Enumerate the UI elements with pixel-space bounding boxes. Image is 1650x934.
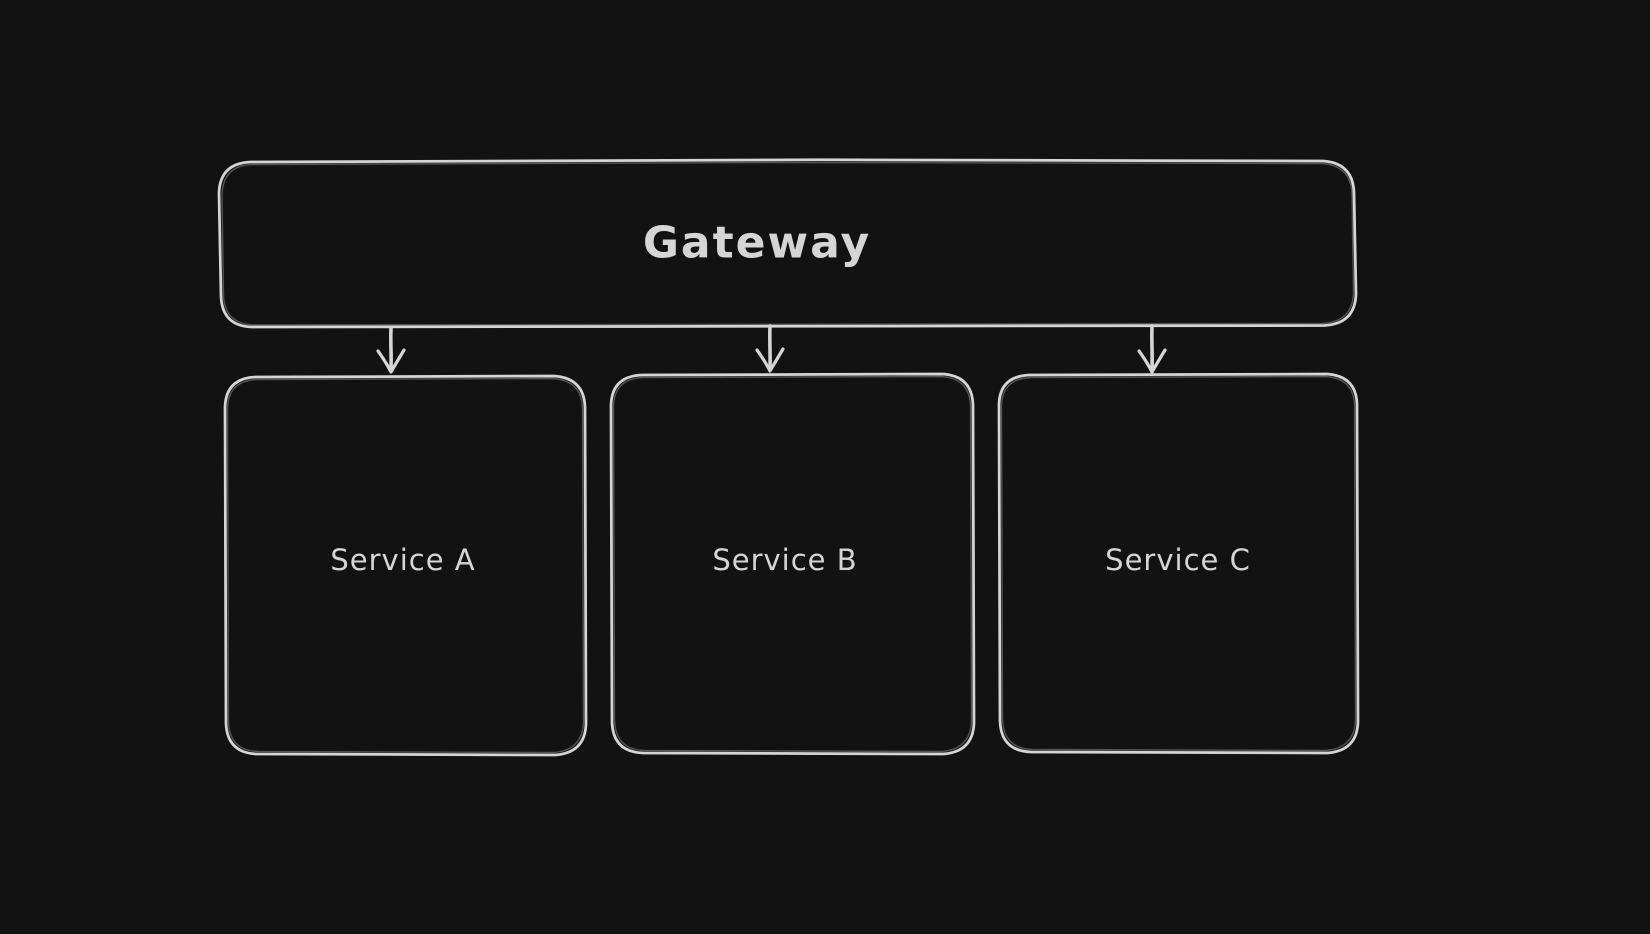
- service-c-box-ghost: [1000, 375, 1357, 752]
- service-b-box-ghost: [612, 375, 973, 753]
- gateway-node: Gateway: [217, 158, 1358, 329]
- edge-b-arrowhead: [755, 347, 785, 373]
- edge-gateway-to-service-a: [376, 326, 406, 374]
- gateway-box-ghost: [221, 161, 1355, 326]
- service-a-box-ghost: [226, 377, 585, 754]
- service-c-box: [997, 372, 1360, 755]
- edge-c-arrowhead: [1137, 348, 1167, 374]
- service-c-label: Service C: [1105, 543, 1251, 577]
- edge-gateway-to-service-b: [755, 324, 785, 373]
- edge-a-arrowhead: [376, 348, 406, 374]
- service-b-node: Service B: [609, 372, 976, 756]
- service-a-box: [223, 374, 588, 757]
- service-a-label: Service A: [330, 543, 475, 577]
- service-a-node: Service A: [223, 374, 588, 757]
- service-b-box: [609, 372, 976, 756]
- edge-gateway-to-service-c: [1137, 324, 1167, 374]
- service-b-label: Service B: [712, 543, 857, 577]
- gateway-box: [217, 158, 1358, 329]
- gateway-label: Gateway: [643, 218, 871, 269]
- service-c-node: Service C: [997, 372, 1360, 755]
